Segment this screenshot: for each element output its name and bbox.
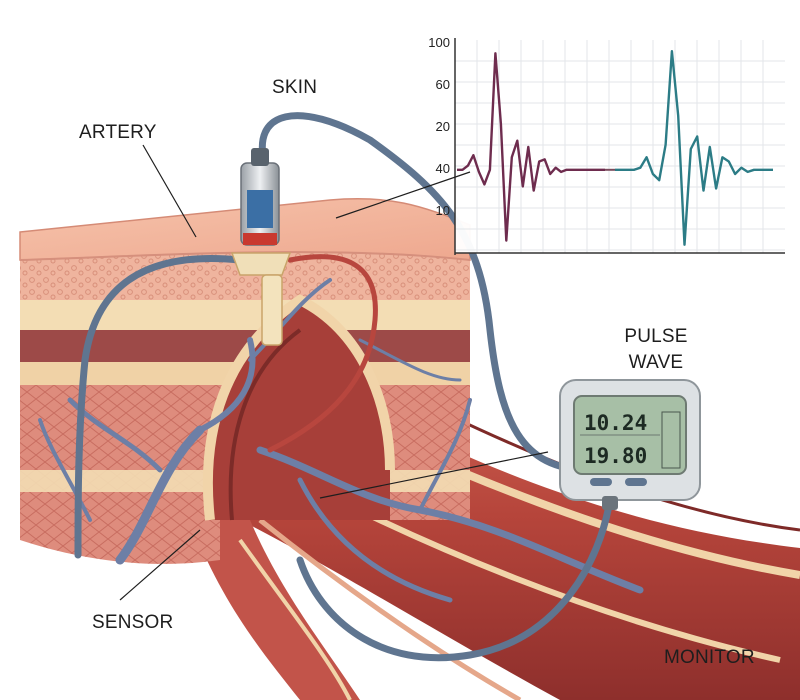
chart-y-ticks: 100 60 20 40 10: [428, 35, 450, 218]
skin-label: SKIN: [272, 77, 318, 98]
pulse-wave-chart: 100 60 20 40 10: [428, 35, 785, 255]
monitor-label: MONITOR: [664, 647, 755, 668]
y-tick-label: 60: [436, 77, 450, 92]
y-tick-label: 100: [428, 35, 450, 50]
veins: [38, 278, 644, 603]
monitor-reading-bottom: 19.80: [584, 444, 647, 468]
pulse-label-line2: WAVE: [628, 352, 684, 373]
pulse-series-line: [457, 52, 605, 242]
pulse-label-line1: PULSE: [624, 326, 688, 347]
y-tick-label: 40: [436, 161, 450, 176]
chart-grid: [455, 40, 785, 253]
sensor-probe: [230, 148, 292, 346]
pulse-wave-label: PULSE WAVE: [616, 324, 696, 376]
monitor-reading-top: 10.24: [584, 411, 647, 435]
branch-arteries: [190, 520, 360, 700]
y-tick-label: 20: [436, 119, 450, 134]
sensor-label: SENSOR: [92, 612, 174, 633]
monitor-device: 10.24 19.80: [559, 379, 701, 510]
pulse-series-line: [615, 50, 773, 246]
chart-series: [457, 50, 773, 246]
label-leader-lines: [119, 144, 549, 601]
y-tick-label: 10: [436, 203, 450, 218]
artery-label: ARTERY: [79, 122, 157, 143]
